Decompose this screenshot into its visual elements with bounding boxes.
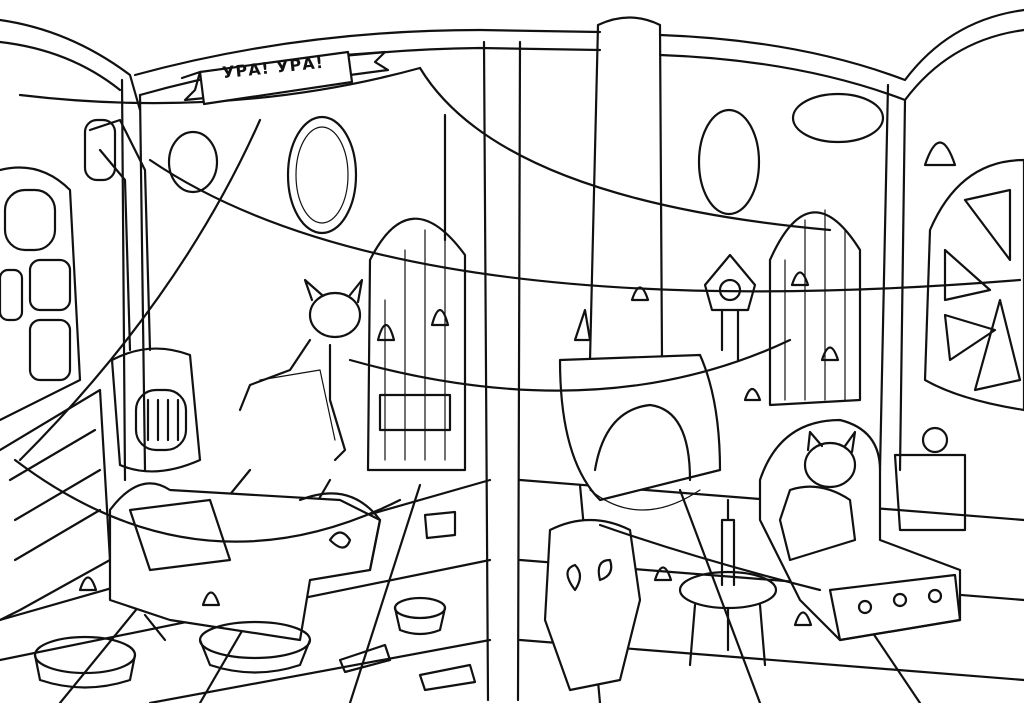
wall-posts [120, 40, 907, 702]
picture-frames [167, 92, 885, 235]
cuckoo-clock [703, 253, 757, 362]
candle-table [678, 498, 778, 667]
floor-items [33, 510, 477, 692]
wood-stove [83, 118, 202, 473]
right-window [923, 158, 1024, 412]
armchair [543, 518, 642, 692]
bells [78, 141, 957, 627]
doors [366, 209, 862, 472]
fireplace [558, 16, 722, 511]
nightstand [893, 426, 967, 532]
jumping-cat [238, 278, 364, 462]
left-bed [108, 482, 382, 642]
left-window [0, 166, 82, 422]
hurray-banner [180, 50, 390, 106]
sleeping-cat [778, 430, 857, 562]
ceiling-beams [0, 8, 1024, 112]
